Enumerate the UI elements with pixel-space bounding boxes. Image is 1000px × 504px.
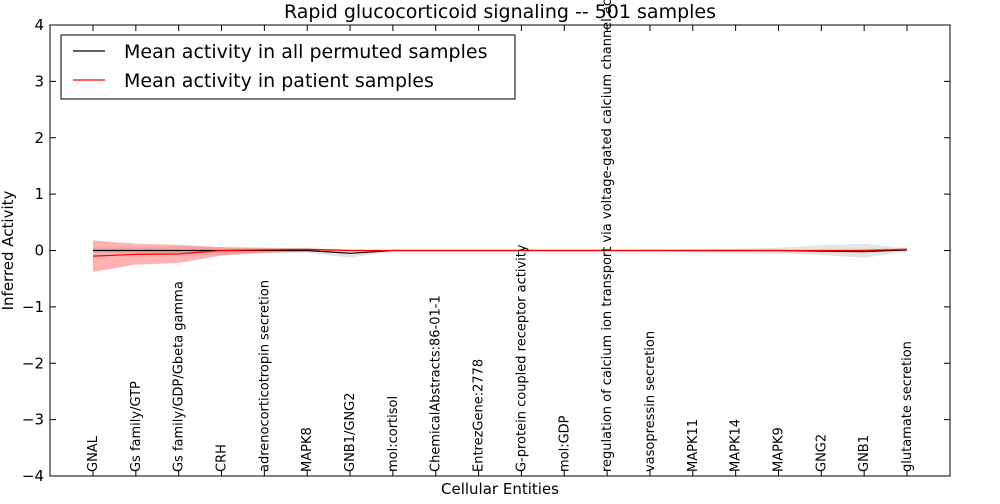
chart-title: Rapid glucocorticoid signaling -- 501 sa… [284,1,716,23]
x-tick-label-19: glutamate secretion [900,341,915,472]
x-tick-label-4: adrenocorticotropin secretion [257,280,272,472]
x-tick-label-1: Gs family/GTP [129,381,144,472]
x-tick-label-11: mol:GDP [557,415,572,472]
y-tick-label-4: 0 [34,242,44,260]
band-series-1 [93,240,907,272]
axis-ticks [50,24,950,477]
x-tick-label-10: G-protein coupled receptor activity [514,244,529,472]
y-tick-labels: −4 −3 −2 −1 0 1 2 3 4 [22,16,44,485]
x-tick-label-2: Gs family/GDP/Gbeta gamma [172,281,187,472]
y-tick-label-6: 2 [34,129,44,147]
y-tick-label-2: −2 [22,354,44,372]
y-tick-label-1: −3 [22,411,44,429]
line-series-1 [92,248,908,257]
x-tick-label-15: MAPK14 [729,419,744,472]
legend-label-permuted: Mean activity in all permuted samples [124,41,487,63]
y-tick-label-8: 4 [34,16,44,34]
x-tick-label-0: GNAL [86,435,101,472]
x-tick-label-14: MAPK11 [686,419,701,472]
x-tick-label-13: vasopressin secretion [643,331,658,472]
x-axis-title: Cellular Entities [441,480,559,498]
y-tick-label-7: 3 [34,72,44,90]
x-tick-label-17: GNG2 [814,434,829,472]
legend-box [60,34,516,100]
x-tick-label-3: CRH [215,444,230,472]
confidence-bands [93,240,907,272]
y-tick-label-0: −4 [22,467,44,485]
x-tick-label-18: GNB1 [857,435,872,472]
x-tick-label-16: MAPK9 [771,427,786,472]
legend: Mean activity in all permuted samples Me… [60,34,516,100]
x-tick-label-6: GNB1/GNG2 [343,392,358,472]
y-tick-label-5: 1 [34,185,44,203]
legend-label-patient: Mean activity in patient samples [124,70,434,92]
y-tick-label-3: −1 [22,298,44,316]
x-tick-label-12: regulation of calcium ion transport via … [600,0,615,472]
y-axis-title: Inferred Activity [0,190,17,310]
x-tick-label-7: mol:cortisol [386,396,401,472]
series-lines [92,248,908,257]
x-tick-label-9: EntrezGene:2778 [472,359,487,472]
x-tick-label-8: ChemicalAbstracts:86-01-1 [429,295,444,472]
x-tick-label-5: MAPK8 [300,427,315,472]
x-tick-labels: GNAL Gs family/GTP Gs family/GDP/Gbeta gam… [86,0,915,472]
